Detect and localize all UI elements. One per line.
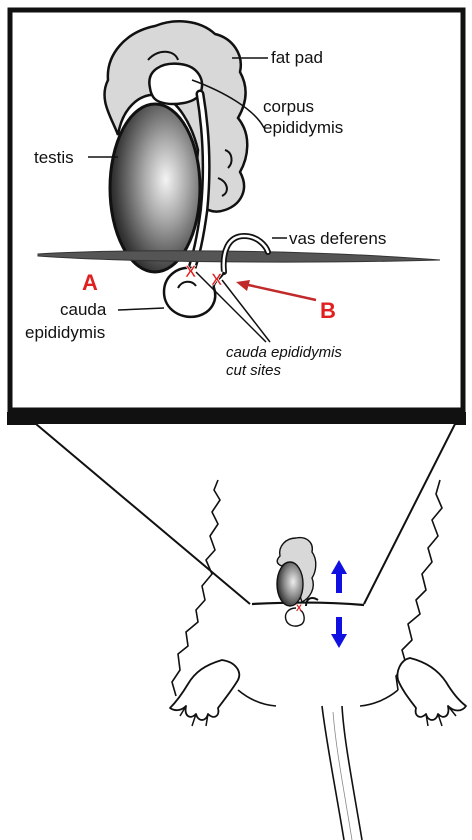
- label-corpus-line2: epididymis: [263, 118, 343, 137]
- mouse-tail-center: [333, 712, 352, 840]
- label-cauda-line2: epididymis: [25, 323, 105, 342]
- inset-bottom-bar: [8, 410, 465, 424]
- mouse-left-hip: [238, 690, 276, 706]
- label-fat-pad: fat pad: [271, 48, 323, 67]
- corpus-epididymis-shape: [149, 64, 202, 104]
- mini-cut-mark: X: [296, 603, 302, 613]
- zoom-connector-wedge: [10, 413, 471, 604]
- inset-panel: X X fat pad corpus epididymis testis vas…: [10, 10, 463, 410]
- label-cauda-line1: cauda: [60, 300, 107, 319]
- label-cut-sites-line1: cauda epididymis: [226, 344, 342, 361]
- testis-shape: [110, 104, 200, 272]
- label-testis: testis: [34, 148, 74, 167]
- mouse-tail: [322, 706, 362, 840]
- arrow-down-icon: [331, 617, 347, 648]
- mouse-right-hip: [360, 690, 398, 706]
- mouse-right-hind-foot: [398, 658, 467, 720]
- cut-site-mark-2: X: [211, 270, 223, 289]
- label-corpus-line1: corpus: [263, 97, 314, 116]
- label-vas-deferens: vas deferens: [289, 229, 386, 248]
- mini-testis: [277, 562, 303, 606]
- label-cut-sites-line2: cut sites: [226, 362, 282, 379]
- marker-b: B: [320, 298, 336, 323]
- cut-site-mark-1: X: [185, 262, 197, 281]
- marker-a: A: [82, 270, 98, 295]
